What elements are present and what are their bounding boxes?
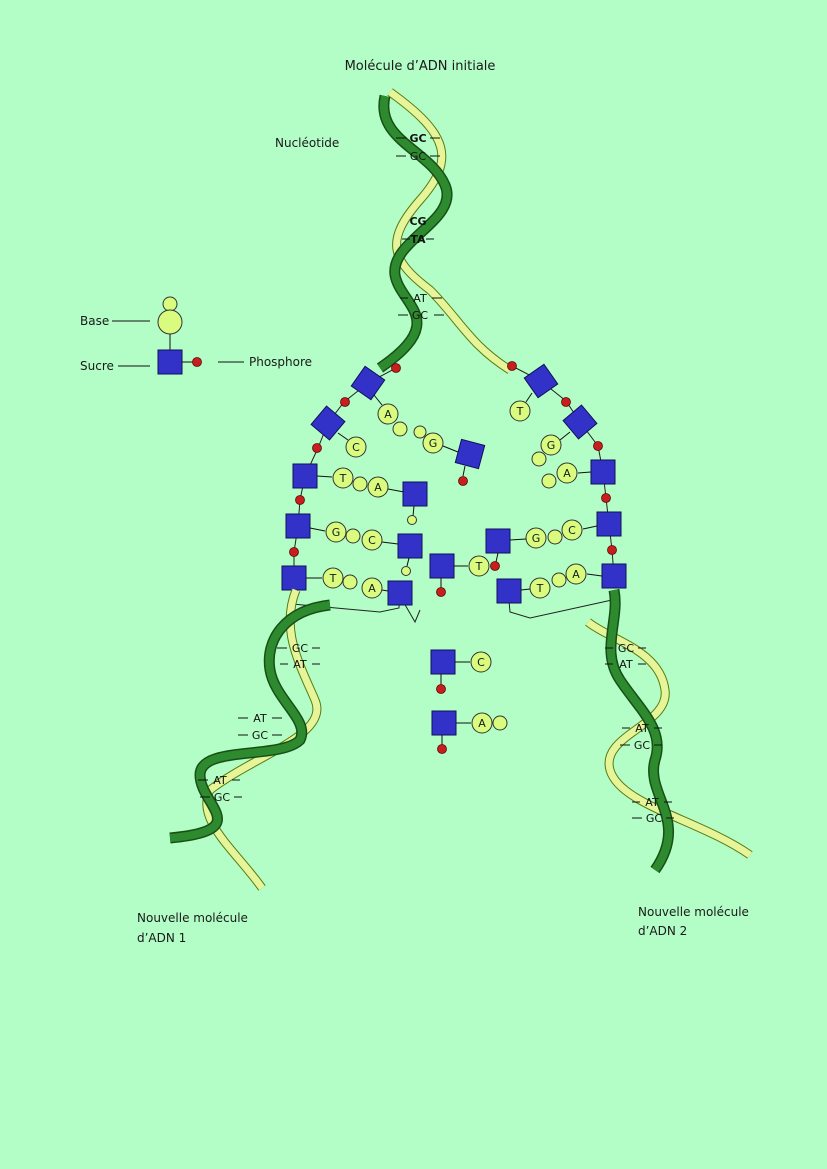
label-new-dna-1-line2: d’ADN 1 [137,931,186,945]
label-new-dna-2-line1: Nouvelle molécule [638,905,749,919]
right-new-strand: G T [485,527,613,619]
phosphate-icon [192,357,202,367]
base-letter: A [368,582,376,595]
base-letter: A [478,717,486,730]
base-pair: GC [214,791,231,804]
base-letter: T [536,582,544,595]
base-letter: A [384,408,392,421]
free-nucleotide: A [431,710,508,754]
daughter-helix-right: GC AT AT GC AT GC [585,588,753,874]
sugar-icon [157,349,183,375]
base-pair: AT [293,658,307,671]
page-title: Molécule d’ADN initiale [345,59,496,74]
daughter-helix-left: GC AT AT GC AT GC [169,588,331,891]
base-letter: T [475,560,483,573]
base-letter: T [339,472,347,485]
base-pair: AT [253,712,267,725]
base-letter: C [368,534,376,547]
left-template-strand: A C T G T [281,363,408,591]
base-pair: GC [618,642,635,655]
base-pair: GC [409,132,426,145]
base-letter: C [477,656,485,669]
free-nucleotide: T [429,553,490,597]
base-letter: G [532,532,541,545]
base-small-icon [162,296,178,312]
base-pair: GC [412,309,429,322]
base-letter: C [352,441,360,454]
free-nucleotide: C [430,649,492,694]
base-pair: AT [635,722,649,735]
label-nucleotide: Nucléotide [275,136,339,150]
nucleotide-legend: Base Sucre Phosphore [80,296,312,375]
base-letter: A [563,467,571,480]
base-pair: GC [410,150,427,163]
base-pair: GC [292,642,309,655]
base-pair: GC [634,739,651,752]
left-new-strand: G A C A [291,425,486,624]
base-pair: GC [646,812,663,825]
base-letter: T [516,405,524,418]
base-letter: G [429,437,438,450]
base-pair: GC [252,729,269,742]
base-pair: TA [410,233,426,246]
base-pair: AT [645,796,659,809]
base-pair: AT [213,774,227,787]
base-pair: AT [619,658,633,671]
base-letter: C [568,524,576,537]
label-sucre: Sucre [80,359,114,373]
right-template-strand: T G A C A [507,361,627,589]
base-letter: T [329,572,337,585]
base-pair: CG [409,215,426,228]
base-letter: G [332,526,341,539]
base-icon [157,309,183,335]
base-letter: G [547,439,556,452]
base-letter: A [374,481,382,494]
label-new-dna-2-line2: d’ADN 2 [638,924,687,938]
label-new-dna-1-line1: Nouvelle molécule [137,911,248,925]
label-phosphore: Phosphore [249,355,312,369]
label-base: Base [80,314,109,328]
base-letter: A [572,568,580,581]
base-pair: AT [413,292,427,305]
parent-helix: GC GC CG TA AT GC [376,88,513,374]
